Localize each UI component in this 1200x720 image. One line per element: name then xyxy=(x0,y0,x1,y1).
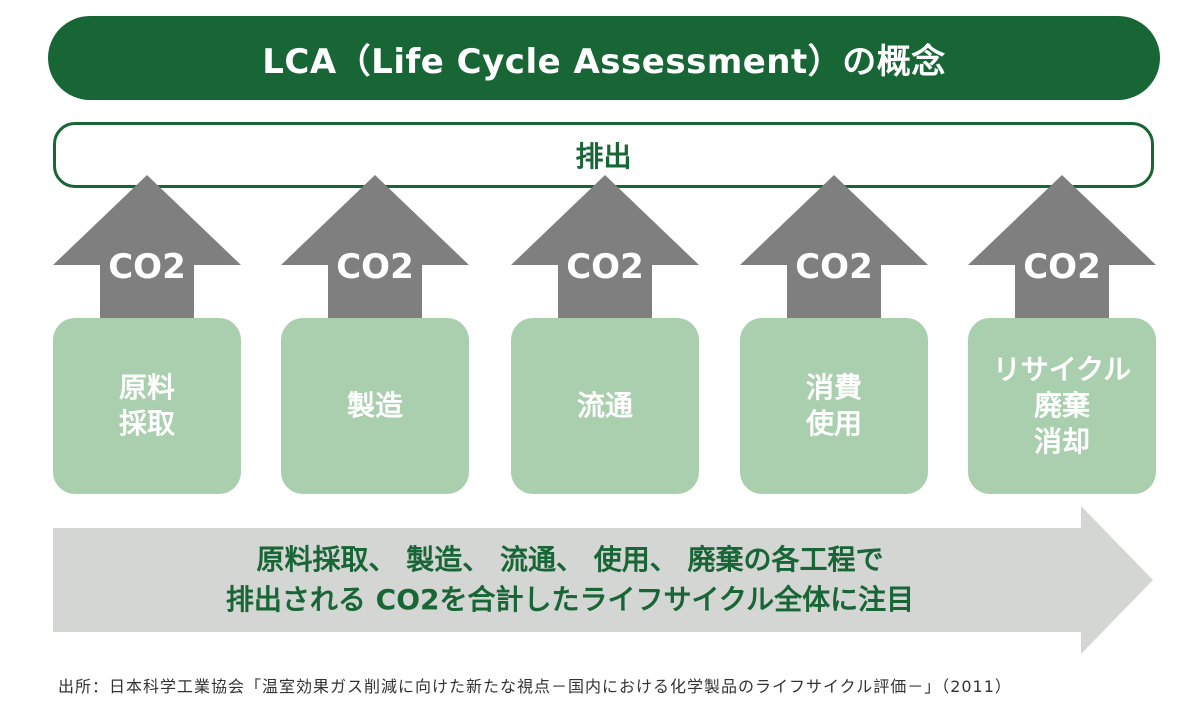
stage-consumption-use: 消費 使用 xyxy=(740,318,928,494)
co2-label-3: CO2 xyxy=(566,247,644,287)
co2-arrow-5 xyxy=(968,175,1156,320)
stage-label: 原料 採取 xyxy=(118,371,175,440)
stage-label: 流通 xyxy=(576,389,633,422)
emission-label: 排出 xyxy=(575,140,632,173)
diagram-title: LCA（Life Cycle Assessment）の概念 xyxy=(262,41,946,82)
stage-label: リサイクル 廃棄 消却 xyxy=(992,353,1132,458)
co2-arrow-3 xyxy=(511,175,699,320)
co2-arrow-2 xyxy=(281,175,469,320)
co2-arrow-4 xyxy=(740,175,928,320)
lifecycle-arrow xyxy=(53,506,1153,654)
co2-label-1: CO2 xyxy=(108,247,186,287)
co2-arrow-1 xyxy=(53,175,241,320)
source-note: 出所：日本科学工業協会「温室効果ガス削減に向けた新たな視点－国内における化学製品… xyxy=(58,677,1012,696)
summary-text: 原料採取、 製造、 流通、 使用、 廃棄の各工程で 排出される CO2を合計した… xyxy=(120,540,1020,620)
title-banner: LCA（Life Cycle Assessment）の概念 xyxy=(48,16,1160,100)
stage-recycle-disposal: リサイクル 廃棄 消却 xyxy=(968,318,1156,494)
co2-label-2: CO2 xyxy=(336,247,414,287)
stage-distribution: 流通 xyxy=(511,318,699,494)
summary-line-2: 排出される CO2を合計したライフサイクル全体に注目 xyxy=(225,583,915,616)
co2-label-5: CO2 xyxy=(1023,247,1101,287)
summary-line-1: 原料採取、 製造、 流通、 使用、 廃棄の各工程で xyxy=(256,543,884,576)
stage-label: 製造 xyxy=(346,389,403,422)
stage-label: 消費 使用 xyxy=(805,371,862,440)
stage-raw-material: 原料 採取 xyxy=(53,318,241,494)
co2-label-4: CO2 xyxy=(795,247,873,287)
stage-manufacturing: 製造 xyxy=(281,318,469,494)
